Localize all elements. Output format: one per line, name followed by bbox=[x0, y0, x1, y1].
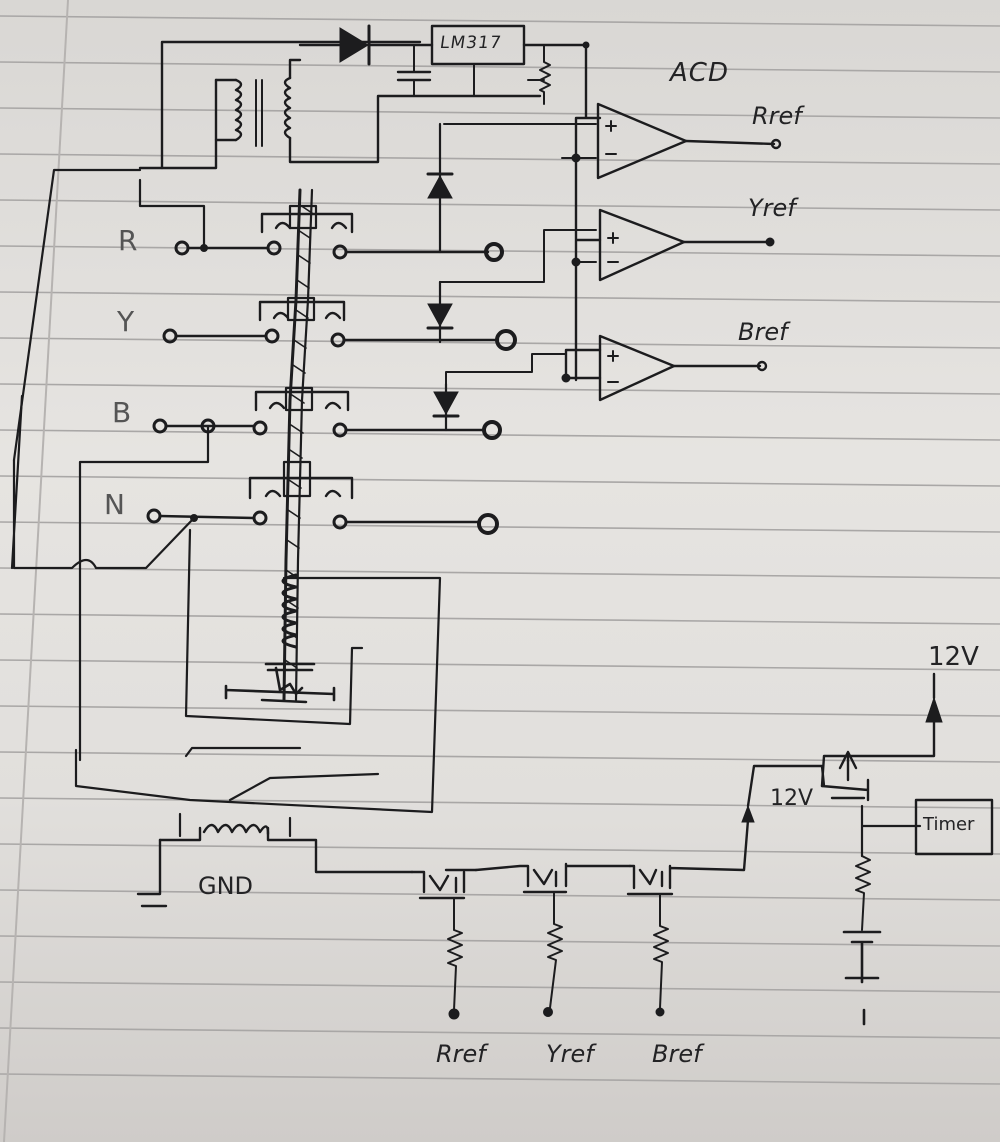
base-resistor bbox=[842, 855, 882, 1026]
ruled-line bbox=[0, 751, 1000, 763]
comparator-b bbox=[445, 334, 768, 402]
ruled-line bbox=[0, 1027, 1000, 1039]
coil-loop bbox=[74, 528, 442, 814]
ruled-line bbox=[0, 981, 1000, 993]
ruled-line bbox=[0, 843, 1000, 855]
neutral-line bbox=[10, 168, 499, 570]
ruled-line bbox=[0, 613, 1000, 625]
timer-switch bbox=[184, 746, 380, 802]
rref-input-label: Rref bbox=[436, 1040, 486, 1068]
ruled-line bbox=[0, 935, 1000, 947]
bref-output-label: Bref bbox=[738, 318, 788, 346]
comparator-r bbox=[443, 102, 782, 180]
ruled-line bbox=[0, 383, 1000, 395]
ruled-line bbox=[0, 889, 1000, 901]
ruled-lines bbox=[0, 15, 1000, 1085]
ruled-line bbox=[0, 659, 1000, 671]
transistor-12v-label: 12V bbox=[770, 786, 814, 811]
bref-input-label: Bref bbox=[652, 1040, 702, 1068]
contactor bbox=[224, 188, 354, 704]
transistor-r bbox=[410, 868, 478, 1020]
ruled-line bbox=[0, 705, 1000, 717]
ruled-line bbox=[0, 797, 1000, 809]
phase-r-label: R bbox=[118, 224, 138, 257]
ruled-line bbox=[0, 475, 1000, 487]
phase-line-r bbox=[138, 178, 504, 262]
ruled-line bbox=[0, 291, 1000, 303]
transformer bbox=[138, 40, 542, 170]
ruled-line bbox=[0, 61, 1000, 73]
neutral-label: N bbox=[104, 488, 125, 521]
gnd-label: GND bbox=[198, 872, 254, 900]
comparator-y bbox=[439, 208, 775, 283]
output-transistor bbox=[741, 672, 943, 858]
lm317-label: LM317 bbox=[438, 33, 503, 53]
smoothing-capacitor bbox=[396, 44, 432, 97]
supply-12v-label: 12V bbox=[928, 642, 979, 672]
sense-diode-y bbox=[426, 280, 454, 344]
phase-line-b bbox=[78, 418, 502, 762]
page-margin bbox=[3, 0, 69, 1142]
transistor-y bbox=[474, 862, 632, 1017]
sense-diode-b bbox=[432, 382, 460, 432]
acd-label: ACD bbox=[670, 58, 729, 88]
ruled-line bbox=[0, 199, 1000, 211]
ruled-line bbox=[0, 521, 1000, 533]
timer-block bbox=[914, 798, 994, 856]
phase-y-label: Y bbox=[117, 305, 135, 338]
rref-output-label: Rref bbox=[752, 102, 802, 130]
relay-coil bbox=[136, 812, 414, 908]
phase-b-label: B bbox=[112, 396, 132, 429]
reference-rail bbox=[564, 43, 602, 382]
ruled-line bbox=[0, 107, 1000, 119]
sense-diode-r bbox=[426, 122, 454, 254]
yref-output-label: Yref bbox=[748, 194, 796, 222]
timer-label: Timer bbox=[923, 814, 975, 835]
transistor-b bbox=[626, 818, 750, 1017]
rectifier-diode bbox=[298, 24, 434, 66]
ruled-line bbox=[0, 15, 1000, 27]
lm317-regulator bbox=[430, 24, 590, 105]
phase-line-y bbox=[162, 328, 517, 351]
ruled-line bbox=[0, 1073, 1000, 1085]
ruled-line bbox=[0, 153, 1000, 165]
ruled-line bbox=[0, 567, 1000, 579]
yref-input-label: Yref bbox=[546, 1040, 594, 1068]
